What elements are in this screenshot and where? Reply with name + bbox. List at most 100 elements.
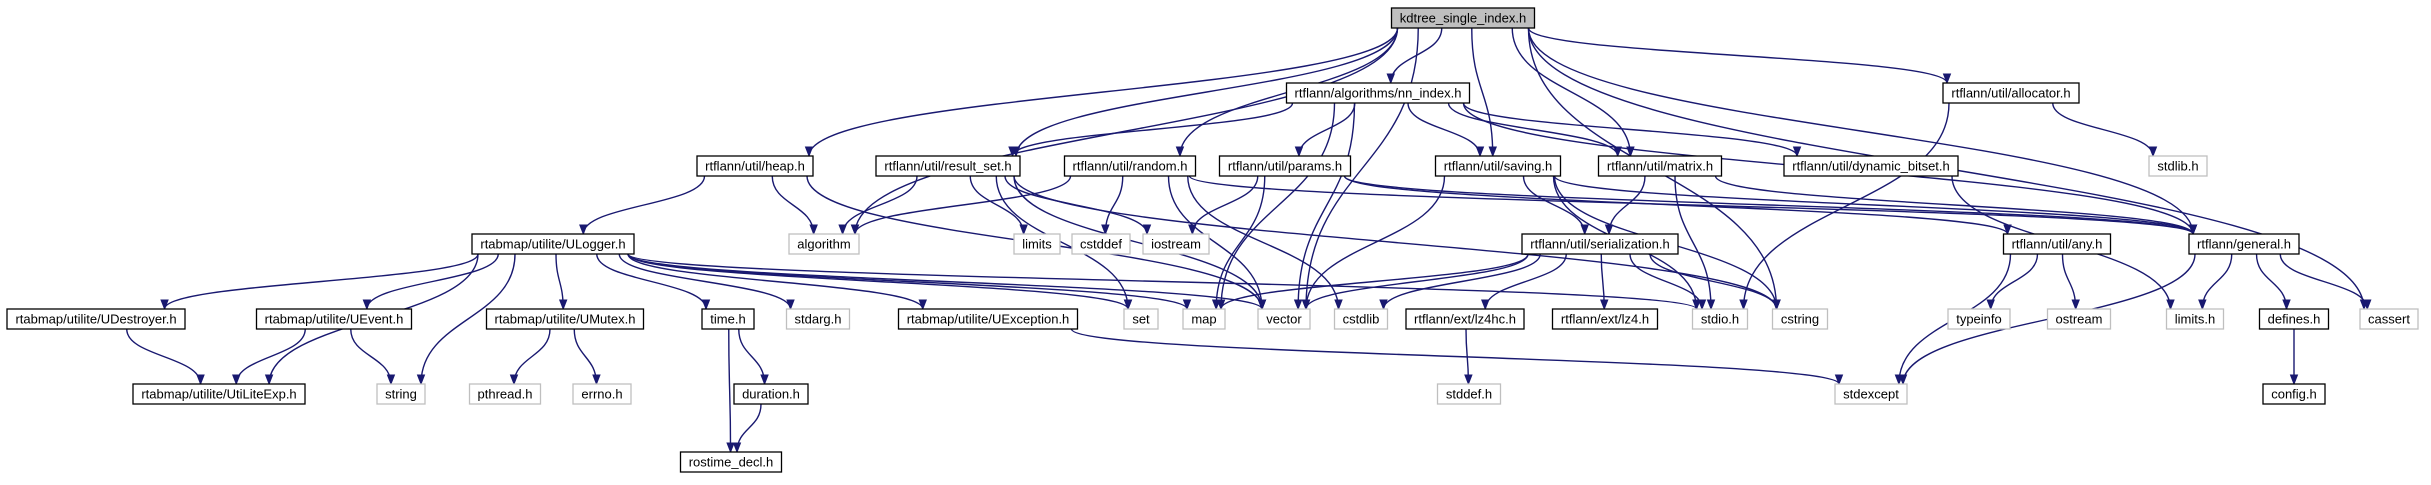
- node-label: rtabmap/utilite/UEvent.h: [265, 312, 404, 327]
- node-time-h[interactable]: time.h: [701, 308, 755, 330]
- node-ulogger[interactable]: rtabmap/utilite/ULogger.h: [471, 233, 635, 255]
- arrowhead: [1600, 299, 1609, 311]
- node-box: [1597, 155, 1723, 177]
- arrowhead: [1834, 374, 1844, 386]
- node-matrix[interactable]: rtflann/util/matrix.h: [1597, 155, 1723, 177]
- node-cstring: cstring: [1771, 308, 1829, 330]
- node-nn-index[interactable]: rtflann/algorithms/nn_index.h: [1285, 82, 1471, 104]
- node-label: rtabmap/utilite/ULogger.h: [480, 237, 625, 252]
- edge-ulogger-to-map: [627, 253, 1188, 310]
- arrowhead: [1188, 224, 1197, 236]
- node-label: iostream: [1151, 237, 1201, 252]
- node-umutex[interactable]: rtabmap/utilite/UMutex.h: [485, 308, 645, 330]
- node-serialization[interactable]: rtflann/util/serialization.h: [1521, 233, 1679, 255]
- edge-root-to-vector: [1305, 27, 1419, 310]
- edge-ulogger-to-uevent: [366, 253, 499, 310]
- node-saving[interactable]: rtflann/util/saving.h: [1434, 155, 1562, 177]
- node-label: string: [385, 387, 417, 402]
- edge-matrix-to-serialization: [1608, 175, 1646, 235]
- edge-params-to-any-h: [1343, 175, 2009, 235]
- node-label: map: [1191, 312, 1216, 327]
- node-duration[interactable]: duration.h: [733, 383, 809, 405]
- node-result-set[interactable]: rtflann/util/result_set.h: [875, 155, 1021, 177]
- node-udestroyer[interactable]: rtabmap/utilite/UDestroyer.h: [6, 308, 186, 330]
- node-allocator[interactable]: rtflann/util/allocator.h: [1942, 82, 2080, 104]
- edge-result-set-to-set: [995, 175, 1129, 310]
- node-stdexcept: stdexcept: [1834, 383, 1908, 405]
- node-defines[interactable]: defines.h: [2258, 308, 2330, 330]
- arrowhead: [1692, 299, 1701, 311]
- node-string: string: [376, 383, 426, 405]
- node-utilite-exp[interactable]: rtabmap/utilite/UtiLiteExp.h: [132, 383, 306, 405]
- node-pthread: pthread.h: [468, 383, 542, 405]
- edge-general-to-cassert: [2279, 253, 2368, 310]
- node-box: [572, 383, 632, 405]
- arrowhead: [1604, 224, 1614, 236]
- node-cstddef: cstddef: [1071, 233, 1131, 255]
- node-root[interactable]: kdtree_single_index.h: [1390, 7, 1536, 29]
- node-label: rtflann/util/serialization.h: [1530, 237, 1669, 252]
- node-box: [1942, 82, 2080, 104]
- arrowhead: [1986, 299, 1995, 311]
- node-label: rtflann/util/dynamic_bitset.h: [1792, 159, 1950, 174]
- node-box: [679, 451, 783, 473]
- arrowhead: [416, 374, 426, 386]
- node-cassert: cassert: [2359, 308, 2419, 330]
- edge-params-to-general: [1343, 175, 2194, 235]
- arrowhead: [2166, 299, 2175, 311]
- edge-serialization-to-vector: [1305, 253, 1529, 310]
- node-lz4[interactable]: rtflann/ext/lz4.h: [1551, 308, 1659, 330]
- node-config[interactable]: config.h: [2262, 383, 2326, 405]
- node-rostime-decl[interactable]: rostime_decl.h: [679, 451, 783, 473]
- node-label: cstddef: [1080, 237, 1122, 252]
- node-params[interactable]: rtflann/util/params.h: [1218, 155, 1352, 177]
- arrowhead: [1739, 299, 1748, 311]
- arrowhead: [1301, 299, 1311, 311]
- node-box: [733, 383, 809, 405]
- arrowhead: [1792, 146, 1802, 158]
- arrowhead: [1182, 299, 1192, 311]
- node-box: [2046, 308, 2112, 330]
- node-random[interactable]: rtflann/util/random.h: [1063, 155, 1197, 177]
- node-any-h[interactable]: rtflann/util/any.h: [2002, 233, 2112, 255]
- arrowhead: [1706, 299, 1716, 311]
- node-lz4hc[interactable]: rtflann/ext/lz4hc.h: [1405, 308, 1525, 330]
- edge-any-h-to-typeinfo: [1990, 253, 2039, 310]
- node-general[interactable]: rtflann/general.h: [2188, 233, 2300, 255]
- arrowhead: [160, 299, 169, 311]
- node-heap[interactable]: rtflann/util/heap.h: [696, 155, 814, 177]
- node-box: [2165, 308, 2225, 330]
- arrowhead: [1942, 73, 1952, 85]
- node-box: [788, 233, 860, 255]
- node-algorithm: algorithm: [788, 233, 860, 255]
- node-uexception[interactable]: rtabmap/utilite/UException.h: [897, 308, 1079, 330]
- node-label: stdlib.h: [2157, 159, 2198, 174]
- arrowhead: [701, 299, 711, 311]
- edge-udestroyer-to-utilite-exp: [126, 328, 202, 385]
- edge-ulogger-to-uexception: [627, 253, 924, 310]
- edge-time-h-to-rostime-decl: [728, 328, 732, 453]
- edge-root-to-heap: [808, 27, 1399, 157]
- node-limits-h: limits.h: [2165, 308, 2225, 330]
- arrowhead: [1481, 299, 1490, 311]
- node-dyn-bitset[interactable]: rtflann/util/dynamic_bitset.h: [1783, 155, 1959, 177]
- node-limits: limits: [1013, 233, 1061, 255]
- edge-heap-to-algorithm: [771, 175, 815, 235]
- node-uevent[interactable]: rtabmap/utilite/UEvent.h: [255, 308, 413, 330]
- arrowhead: [732, 442, 742, 454]
- arrowhead: [1334, 299, 1343, 311]
- edge-result-set-to-cstring: [1013, 175, 1778, 310]
- arrowhead: [760, 374, 769, 386]
- arrowhead: [1293, 299, 1303, 311]
- edge-random-to-vector: [1167, 175, 1263, 310]
- arrowhead: [2289, 374, 2299, 386]
- node-label: stddef.h: [1446, 387, 1492, 402]
- node-label: rtflann/util/matrix.h: [1607, 159, 1713, 174]
- node-box: [1521, 233, 1679, 255]
- node-box: [2148, 155, 2208, 177]
- arrowhead: [2071, 299, 2080, 311]
- node-label: rtflann/util/allocator.h: [1951, 86, 2070, 101]
- node-label: rtabmap/utilite/UtiLiteExp.h: [141, 387, 296, 402]
- arrowhead: [1697, 299, 1707, 311]
- arrowhead: [1257, 299, 1267, 311]
